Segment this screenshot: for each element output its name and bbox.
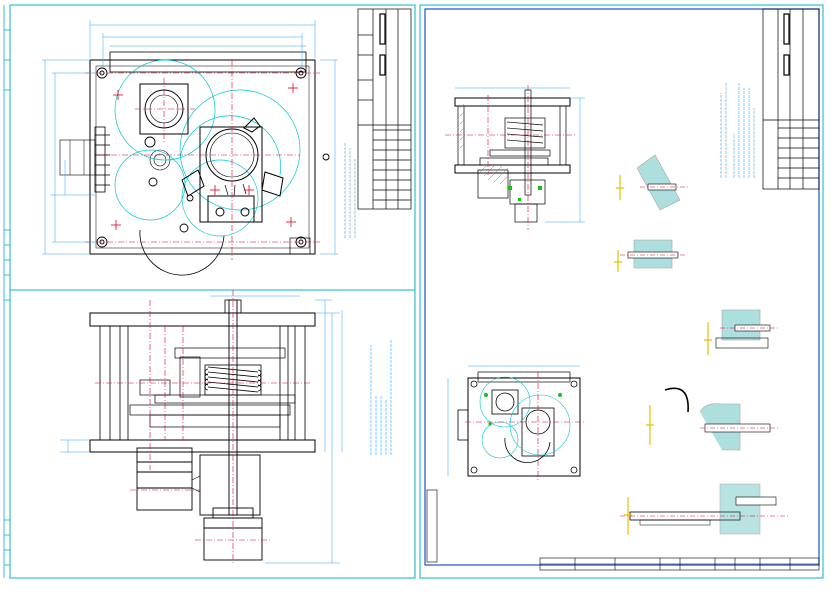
detail-views bbox=[620, 154, 790, 535]
weld-marks bbox=[508, 186, 542, 201]
centerlines-top bbox=[85, 60, 320, 260]
gear-housing bbox=[199, 454, 261, 516]
connector-stub bbox=[59, 126, 110, 193]
dimensions-top bbox=[42, 20, 338, 255]
bearing-housing bbox=[181, 117, 284, 223]
sheet-2-note bbox=[718, 78, 758, 178]
sheet-1-frame bbox=[9, 4, 416, 579]
top-plate bbox=[89, 312, 316, 327]
sheet-2-bottom-title-block bbox=[426, 489, 820, 571]
left-binding-strip bbox=[3, 5, 10, 578]
sheet-1-title-block bbox=[357, 8, 412, 210]
construction-arcs bbox=[114, 59, 301, 237]
detail-5-long-shaft bbox=[620, 483, 790, 535]
detail-1 bbox=[636, 154, 690, 211]
sheet-2-frame bbox=[419, 4, 824, 579]
sheet-1-note bbox=[342, 138, 362, 238]
bottom-plate bbox=[89, 439, 316, 453]
dimensions-front bbox=[60, 295, 343, 564]
base-plate bbox=[89, 59, 316, 255]
top-view bbox=[42, 20, 338, 276]
detail-3 bbox=[715, 309, 780, 349]
motor-left bbox=[136, 447, 201, 511]
base-plate-inner bbox=[95, 65, 310, 249]
detail-2 bbox=[620, 239, 685, 269]
sheet-2-title-block bbox=[762, 8, 820, 190]
small-top-view bbox=[447, 365, 585, 482]
centermarks bbox=[111, 83, 298, 230]
front-view bbox=[60, 290, 343, 565]
centerlines-front bbox=[95, 290, 310, 565]
section-hatching bbox=[459, 103, 509, 185]
detail-4 bbox=[664, 387, 780, 451]
base-arc bbox=[139, 229, 225, 276]
sheet-1-front-note bbox=[368, 335, 398, 455]
assembly-section-view bbox=[445, 85, 585, 230]
top-rail bbox=[109, 51, 307, 73]
